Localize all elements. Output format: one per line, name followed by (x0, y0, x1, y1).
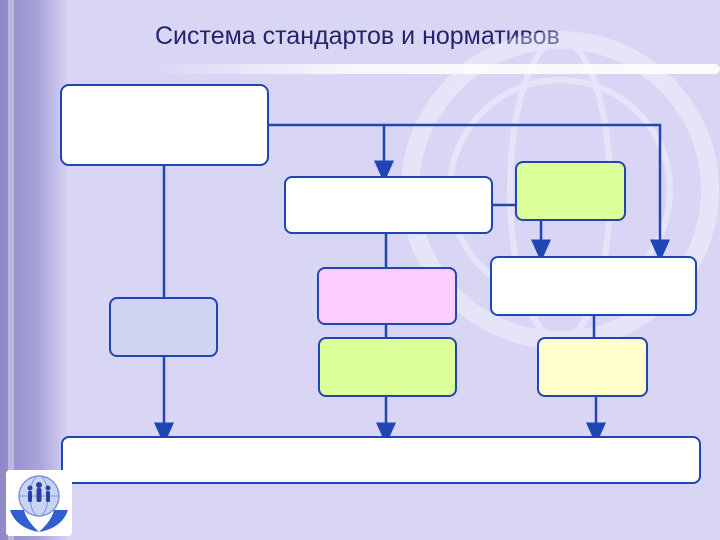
hands-holding-globe-with-people-icon (6, 470, 72, 536)
left-decorative-band (0, 0, 70, 540)
pink-box (317, 267, 457, 325)
center-box (284, 176, 493, 234)
green-bottom-box (318, 337, 457, 397)
boxes (60, 84, 701, 484)
connectors (154, 123, 670, 445)
top-left-box (60, 84, 269, 166)
cream-box (537, 337, 648, 397)
right-box (490, 256, 697, 316)
title-underline (150, 64, 720, 74)
green-top-box (515, 161, 626, 221)
slide-title: Система стандартов и нормативов (155, 22, 560, 50)
lavender-box (109, 297, 218, 357)
bottom-bar-box (61, 436, 701, 484)
connector-top-left-to-right (268, 123, 670, 262)
